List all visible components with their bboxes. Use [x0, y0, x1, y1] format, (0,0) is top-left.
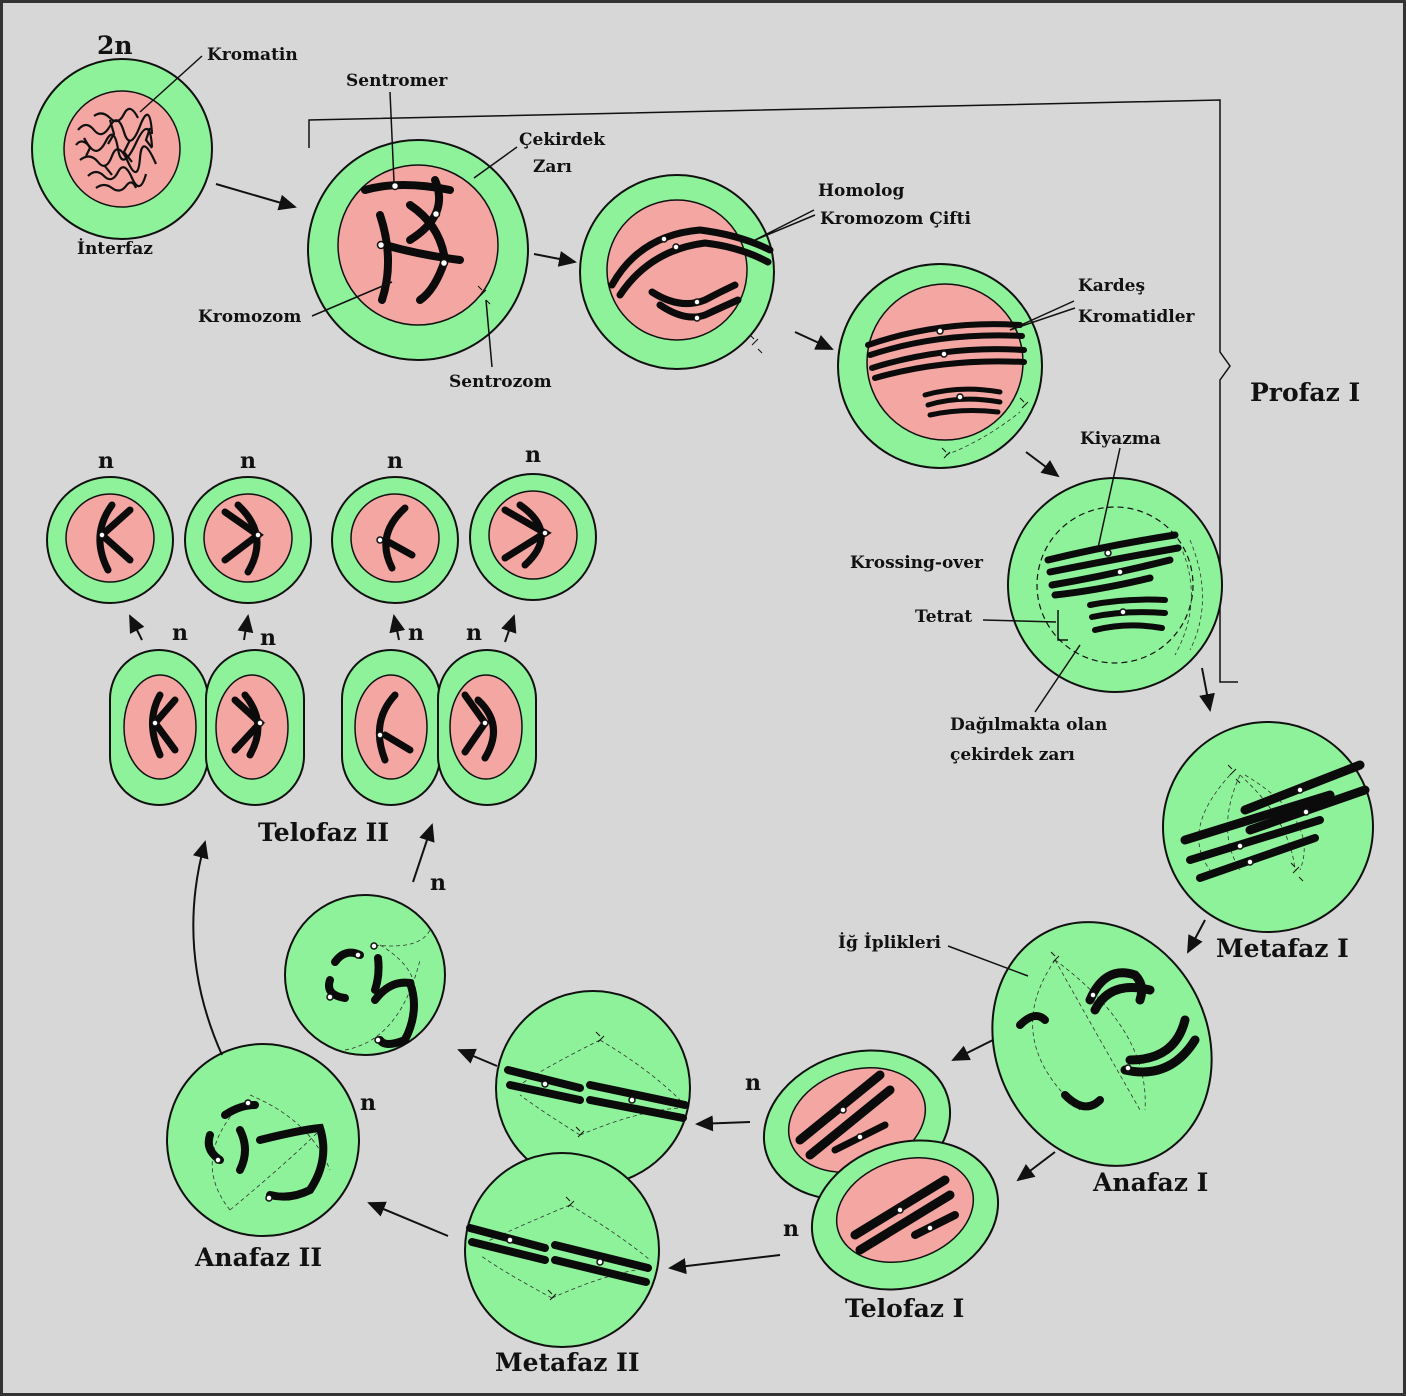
ploidy-n-telofaz1-bottom: n — [783, 1216, 799, 1242]
metaphase1-cell — [1162, 721, 1374, 933]
interfaz-label: İnterfaz — [77, 238, 153, 259]
metafaz1-label: Metafaz I — [1216, 934, 1349, 963]
dagilmakta-label-2: çekirdek zarı — [950, 745, 1075, 765]
homolog-label-1: Homolog — [818, 181, 905, 201]
cekirdek-label-1: Çekirdek — [519, 130, 606, 150]
metaphase2-cell-top — [495, 990, 691, 1186]
kardes-label-2: Kromatidler — [1078, 307, 1196, 327]
anafaz1-label: Anafaz I — [1092, 1168, 1208, 1197]
kromatin-label: Kromatin — [207, 45, 298, 65]
ploidy-n-t2-1: n — [172, 620, 188, 646]
haploid-cell-2 — [184, 476, 312, 604]
ig-iplikleri-label: İğ İplikleri — [838, 932, 942, 953]
dagilmakta-label-1: Dağılmakta olan — [950, 715, 1107, 735]
kromozom-label: Kromozom — [198, 307, 301, 327]
telofaz2-label: Telofaz II — [258, 818, 389, 847]
prophase1-cell-4 — [1007, 477, 1223, 693]
tetrat-label: Tetrat — [915, 607, 972, 627]
telophase2-pair-right — [341, 649, 537, 806]
ploidy-n-h3: n — [387, 448, 403, 474]
prophase1-cell-1 — [307, 139, 529, 361]
haploid-cell-4 — [469, 473, 597, 601]
ploidy-n-h1: n — [98, 448, 114, 474]
ploidy-n-telofaz1-top: n — [745, 1070, 761, 1096]
krossing-over-label: Krossing-over — [850, 553, 984, 573]
telofaz1-label: Telofaz I — [845, 1294, 964, 1323]
sentromer-label: Sentromer — [346, 71, 448, 91]
prophase1-cell-2 — [579, 174, 775, 370]
ploidy-2n-label: 2n — [97, 31, 133, 60]
ploidy-n-anafaz2-bottom: n — [360, 1090, 376, 1116]
ploidy-n-anafaz2-top: n — [430, 870, 446, 896]
cekirdek-label-2: Zarı — [533, 157, 572, 177]
anaphase1-cell — [991, 921, 1213, 1167]
ploidy-n-t2-2: n — [260, 625, 276, 651]
anaphase2-cell-bottom — [166, 1043, 360, 1237]
profaz1-label: Profaz I — [1250, 378, 1360, 407]
kardes-label-1: Kardeş — [1078, 276, 1145, 296]
telophase1-cell-bottom — [810, 1139, 1000, 1291]
haploid-cell-3 — [331, 476, 459, 604]
ploidy-n-h4: n — [525, 442, 541, 468]
prophase1-cell-3 — [837, 263, 1043, 469]
homolog-label-2: Kromozom Çifti — [820, 209, 971, 229]
kiyazma-label: Kiyazma — [1080, 429, 1161, 449]
metaphase2-cell-bottom — [464, 1152, 660, 1348]
ploidy-n-t2-4: n — [466, 620, 482, 646]
interphase-cell: 2n Kromatin İnterfaz — [31, 31, 298, 259]
metafaz2-label: Metafaz II — [495, 1348, 640, 1377]
telophase2-pair-left — [109, 649, 305, 806]
chromatin-mass — [75, 107, 158, 192]
anaphase2-cell-top — [284, 894, 446, 1056]
anafaz2-label: Anafaz II — [194, 1243, 322, 1272]
sentrozom-label: Sentrozom — [449, 372, 552, 392]
ploidy-n-h2: n — [240, 448, 256, 474]
haploid-cell-1 — [46, 476, 174, 604]
ploidy-n-t2-3: n — [408, 620, 424, 646]
